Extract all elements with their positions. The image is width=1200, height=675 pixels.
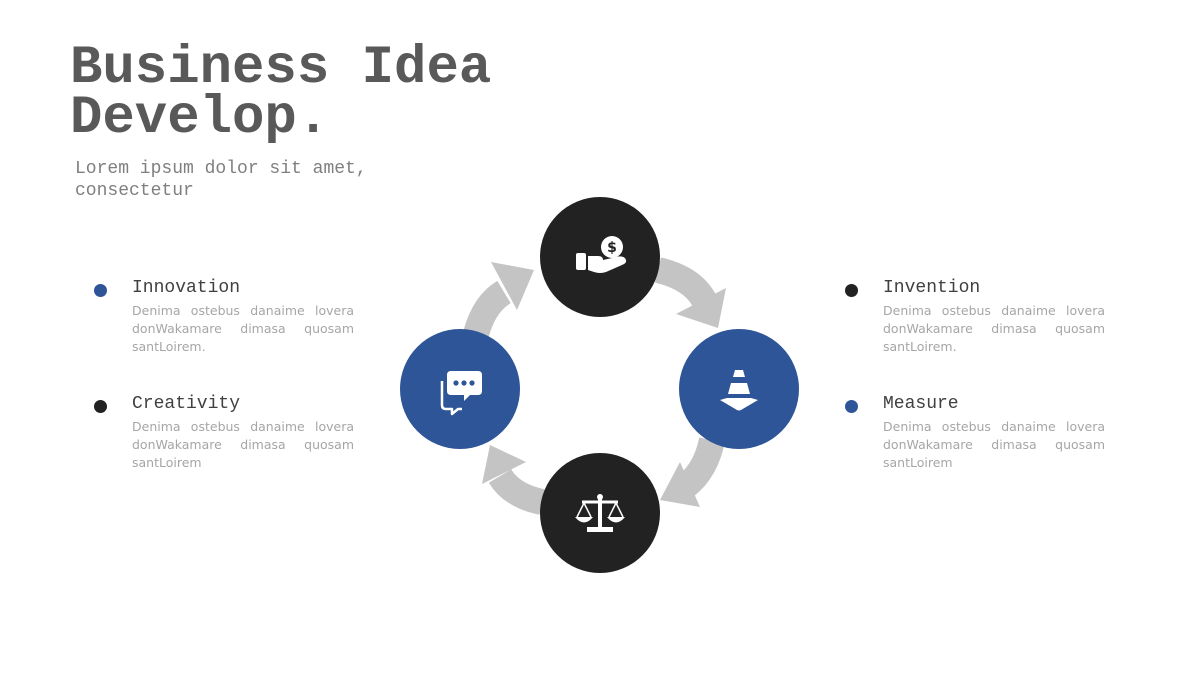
arrow-bottom-left [482,445,545,515]
cycle-node-bottom [540,453,660,573]
arrow-right-bottom [660,437,725,507]
cycle-node-left [400,329,520,449]
traffic-cone-icon [720,370,758,411]
item-invention: Invention Denima ostebus danaime lovera … [845,277,1105,356]
bullet-dot [845,400,858,413]
dollar-sign-icon: $ [607,240,617,256]
item-text: Denima ostebus danaime lovera donWakamar… [132,303,354,354]
page-subtitle: Lorem ipsum dolor sit amet, consectetur [75,159,367,201]
bullet-dot [94,284,107,297]
item-heading: Invention [883,278,981,298]
page-title: Business Idea Develop. [70,38,492,149]
cycle-node-right [679,329,799,449]
bullet-dot [94,400,107,413]
item-creativity: Creativity Denima ostebus danaime lovera… [94,393,354,472]
chat-bubbles-icon [440,371,482,416]
bullet-dot [845,284,858,297]
arrow-left-top [463,262,534,338]
item-text: Denima ostebus danaime lovera donWakamar… [883,419,1105,470]
item-text: Denima ostebus danaime lovera donWakamar… [132,419,354,470]
item-measure: Measure Denima ostebus danaime lovera do… [845,393,1105,472]
item-text: Denima ostebus danaime lovera donWakamar… [883,303,1105,354]
balance-scale-icon [575,494,625,532]
item-heading: Innovation [132,278,241,298]
item-heading: Creativity [132,394,241,414]
item-heading: Measure [883,394,959,414]
cycle-node-top: $ [540,197,660,317]
money-hand-icon [576,236,627,273]
cycle-diagram: $ [400,197,799,573]
arrow-top-right [654,257,726,328]
item-innovation: Innovation Denima ostebus danaime lovera… [94,277,354,356]
